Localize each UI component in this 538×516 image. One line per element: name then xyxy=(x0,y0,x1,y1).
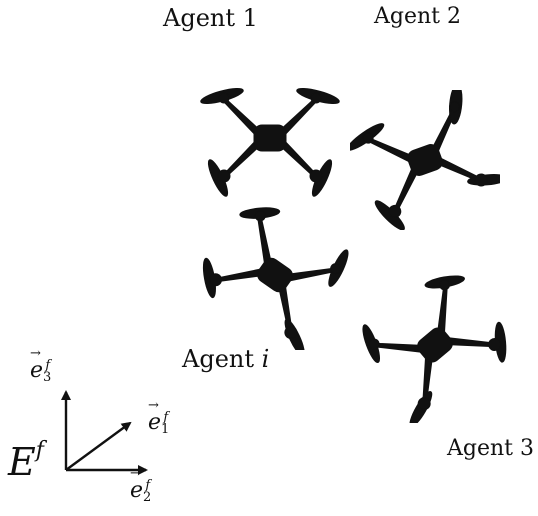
agent-1-label: Agent 1 xyxy=(163,4,258,32)
e1-label: e1f xyxy=(148,410,170,437)
e2-label: e2f xyxy=(130,478,152,505)
agent-2-label: Agent 2 xyxy=(374,4,461,29)
e2-base: e xyxy=(130,478,143,503)
agent-i-label: Agent i xyxy=(182,345,269,373)
frame-superscript: f xyxy=(35,438,44,463)
quadcopter-icon xyxy=(202,207,349,350)
e2-sub: 2 xyxy=(143,490,152,505)
e1-base: e xyxy=(148,410,161,435)
quadcopter-icon xyxy=(362,275,507,423)
e1-sub: 1 xyxy=(161,422,170,437)
quadcopter-icon xyxy=(350,90,500,230)
agent-i-prefix: Agent xyxy=(182,345,254,373)
e3-label: e3f xyxy=(30,358,52,385)
frame-name: E xyxy=(8,440,36,484)
agent-i-index: i xyxy=(261,345,270,373)
agent-3-label: Agent 3 xyxy=(447,436,534,461)
e3-sub: 3 xyxy=(43,370,52,385)
e1-sup: f xyxy=(163,410,169,425)
frame-label: Ef xyxy=(8,438,44,484)
e1-axis-arrow xyxy=(65,421,132,471)
e2-sup: f xyxy=(145,478,151,493)
e3-base: e xyxy=(30,358,43,383)
e3-sup: f xyxy=(45,358,51,373)
quadcopter-icon xyxy=(200,88,340,197)
